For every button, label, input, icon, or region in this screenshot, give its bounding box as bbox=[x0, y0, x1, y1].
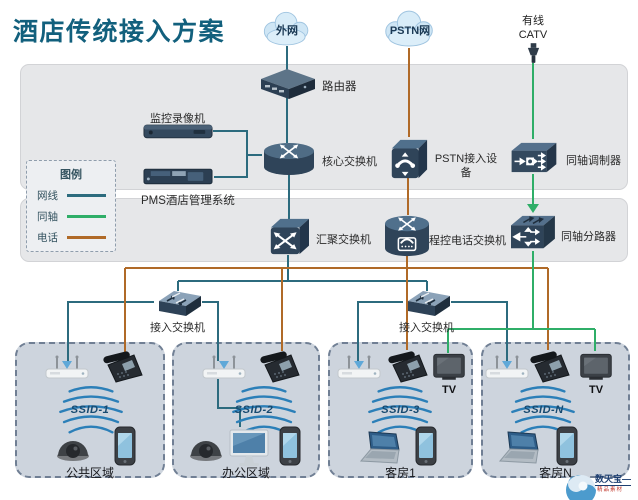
legend-row-phone: 电话 bbox=[27, 224, 115, 245]
legend: 图例 网线 同轴 电话 bbox=[26, 160, 116, 252]
pms-server-device bbox=[143, 167, 213, 190]
pbx-device bbox=[381, 214, 433, 263]
watermark-logo: 数天宝— 精品素材 bbox=[565, 468, 638, 500]
zone-public-area: SSID-1 公共区域 bbox=[15, 342, 165, 480]
zone-guest-room-1: TV SSID-3 客房1 bbox=[328, 342, 473, 480]
access-switch-1-label: 接入交换机 bbox=[150, 322, 205, 334]
zone-guest-room-n: TV SSID-N 客房N bbox=[481, 342, 630, 480]
tv-label: TV bbox=[442, 384, 457, 396]
internet-cloud: 外网 bbox=[258, 11, 316, 48]
pstn-cloud-label: PSTN网 bbox=[389, 24, 431, 37]
pstn-access-device bbox=[387, 136, 429, 187]
watermark-text: 数天宝— bbox=[595, 474, 632, 486]
tv-icon bbox=[432, 352, 466, 387]
coax-splitter-label: 同轴分路器 bbox=[561, 231, 616, 243]
legend-label-lan: 网线 bbox=[37, 190, 58, 202]
tv-label: TV bbox=[589, 384, 604, 396]
desk-phone-icon bbox=[101, 348, 145, 389]
legend-line-sample-phone bbox=[67, 236, 106, 239]
ssid-label: SSID-N bbox=[523, 404, 564, 416]
legend-line-sample-coax bbox=[67, 215, 106, 218]
coax-modulator-label: 同轴调制器 bbox=[566, 155, 621, 167]
recorder-device bbox=[143, 123, 213, 144]
watermark-swirl-icon bbox=[566, 475, 596, 500]
legend-row-lan: 网线 bbox=[27, 182, 115, 203]
pbx-label: 程控电话交换机 bbox=[429, 235, 506, 247]
catv-label: 有线 CATV bbox=[503, 14, 563, 43]
zone-name-label: 公共区域 bbox=[65, 466, 114, 480]
coax-modulator-device bbox=[505, 140, 561, 180]
internet-cloud-label: 外网 bbox=[276, 24, 298, 37]
pstn-access-label-line2: 备 bbox=[460, 166, 472, 179]
ssid-label: SSID-1 bbox=[70, 404, 110, 416]
legend-line-sample-lan bbox=[67, 194, 106, 197]
page-title: 酒店传统接入方案 bbox=[13, 18, 226, 46]
zone-bg-public bbox=[15, 342, 165, 478]
pstn-access-label: PSTN接入设 备 bbox=[433, 153, 499, 181]
router-device bbox=[252, 66, 322, 107]
coax-splitter-device bbox=[504, 212, 560, 259]
zone-name-label: 客房N bbox=[539, 466, 572, 480]
catv-label-line1: 有线 bbox=[522, 15, 544, 27]
catv-label-line2: CATV bbox=[518, 29, 548, 42]
router-label: 路由器 bbox=[322, 81, 357, 93]
aggregation-switch-label: 汇聚交换机 bbox=[316, 234, 371, 246]
ssid-label: SSID-2 bbox=[234, 404, 274, 416]
desk-phone-icon bbox=[386, 348, 430, 389]
access-switch-2-label: 接入交换机 bbox=[399, 322, 454, 334]
legend-label-coax: 同轴 bbox=[37, 211, 58, 223]
legend-row-coax: 同轴 bbox=[27, 203, 115, 224]
pstn-cloud: PSTN网 bbox=[379, 10, 441, 49]
dome-camera-icon bbox=[186, 432, 226, 467]
zone-name-label: 办公区域 bbox=[221, 466, 270, 480]
pstn-access-label-line1: PSTN接入设 bbox=[434, 153, 498, 165]
catv-connector-icon bbox=[526, 43, 541, 69]
pms-label: PMS酒店管理系统 bbox=[141, 195, 235, 207]
desk-phone-icon bbox=[258, 348, 302, 389]
recorder-label: 监控录像机 bbox=[150, 113, 205, 125]
tv-icon bbox=[579, 352, 613, 387]
zone-office-area: SSID-2 办公区域 bbox=[172, 342, 320, 480]
desk-phone-icon bbox=[528, 348, 572, 389]
legend-title: 图例 bbox=[60, 169, 82, 181]
ssid-label: SSID-3 bbox=[381, 404, 420, 416]
watermark-subtext: 精品素材 bbox=[597, 487, 624, 493]
core-switch-device bbox=[261, 141, 317, 182]
zone-name-label: 客房1 bbox=[385, 466, 416, 480]
core-switch-label: 核心交换机 bbox=[322, 156, 377, 168]
aggregation-switch-device bbox=[264, 216, 312, 263]
dome-camera-icon bbox=[53, 432, 93, 467]
legend-label-phone: 电话 bbox=[37, 232, 58, 244]
